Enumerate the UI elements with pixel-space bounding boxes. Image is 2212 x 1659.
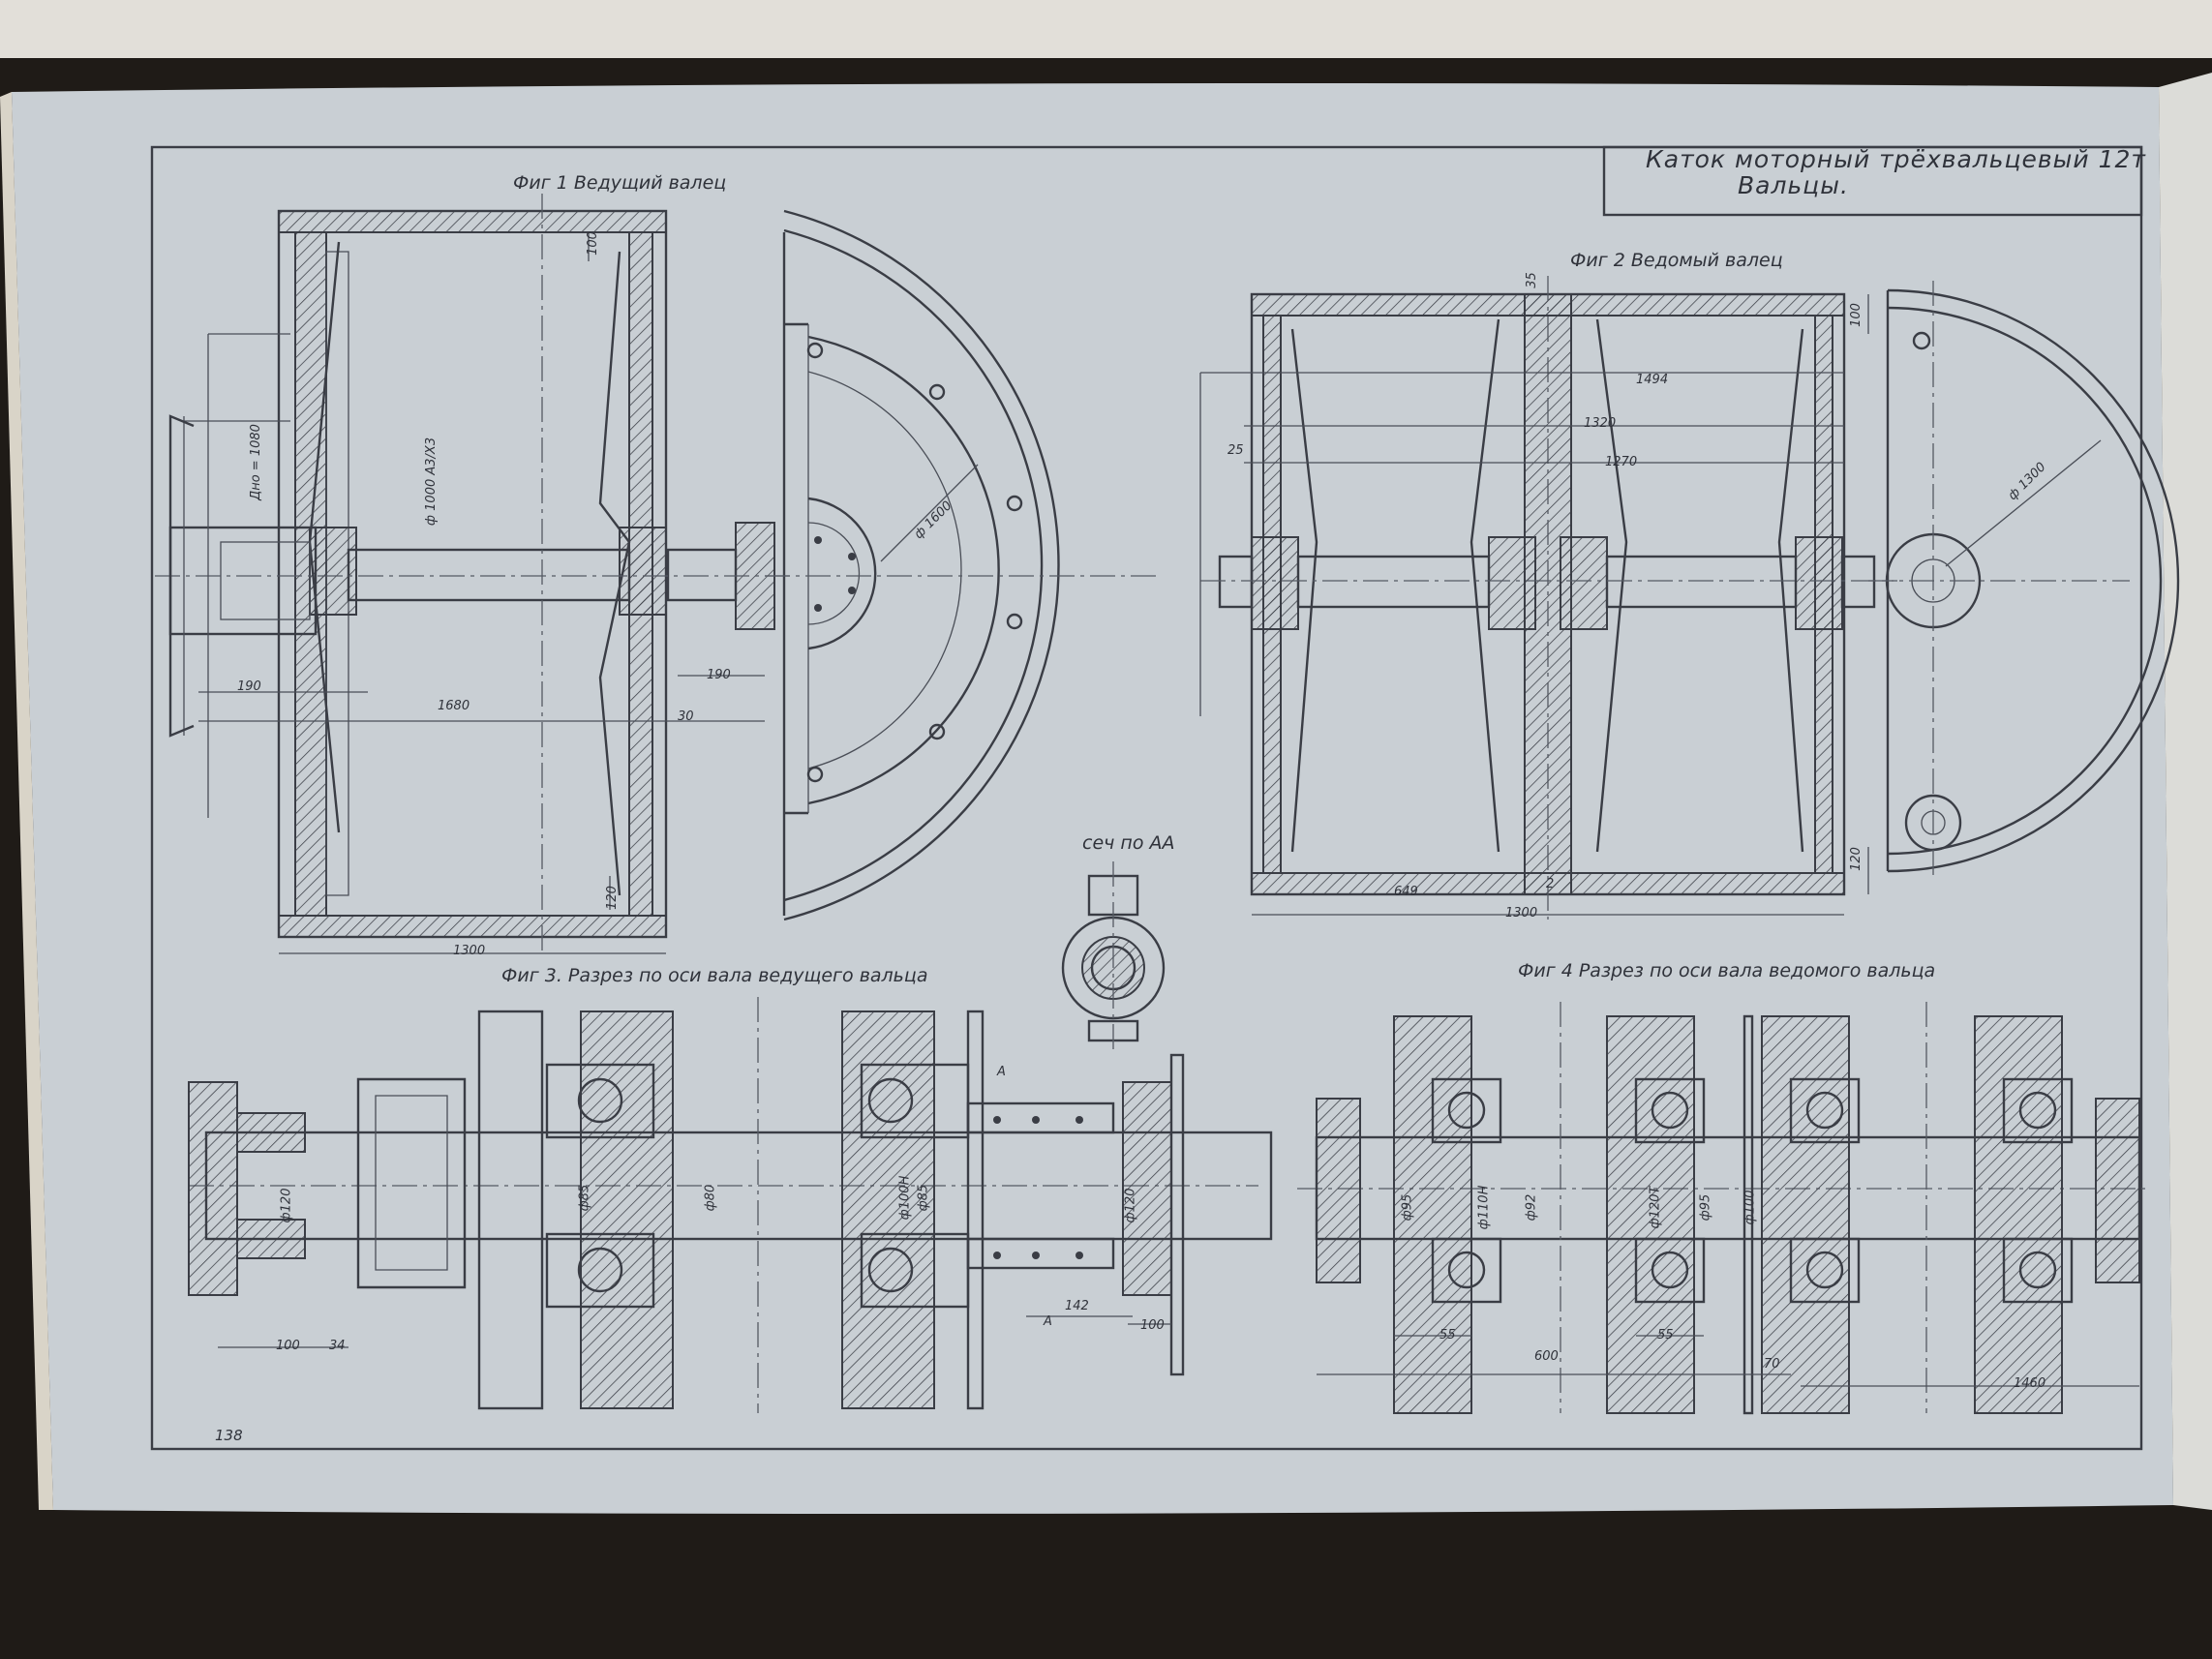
book-left-edge <box>0 92 53 1510</box>
fig2-dim-1320: 1320 <box>1584 416 1617 431</box>
fig4-dim-70: 70 <box>1764 1357 1780 1372</box>
title-line2: Вальцы. <box>1738 171 1849 199</box>
fig1-dim-1300: 1300 <box>453 944 486 958</box>
fig1-roller-section <box>155 194 794 954</box>
fig1-dim-190b: 190 <box>707 668 731 682</box>
next-page-edge <box>2159 73 2212 1510</box>
fig4-dim-d95b: ф95 <box>1698 1193 1713 1222</box>
fig1-dim-1680: 1680 <box>438 699 470 713</box>
fig1-dim-120: 120 <box>604 886 620 910</box>
fig3-mark-a2: А <box>1044 1314 1052 1329</box>
fig2-dim-2: 2 <box>1546 877 1555 891</box>
fig3-caption: Фиг 3. Разрез по оси вала ведущего вальц… <box>501 965 928 986</box>
title-block <box>1602 145 2143 217</box>
fig2-dim-35: 35 <box>1524 272 1539 288</box>
fig1-caption: Фиг 1 Ведущий валец <box>513 172 727 194</box>
section-aa <box>1061 861 1166 1050</box>
fig2-dim-h100: 100 <box>1848 303 1864 327</box>
fig4-dim-600: 600 <box>1534 1349 1559 1364</box>
fig1-dim-190a: 190 <box>237 679 261 694</box>
fig3-dim-d85a: ф85 <box>577 1184 592 1212</box>
fig2-dim-25: 25 <box>1227 443 1244 458</box>
fig2-roller-section <box>1199 276 1897 920</box>
fig3-dim-100a: 100 <box>276 1339 300 1353</box>
fig4-dim-55a: 55 <box>1439 1328 1456 1342</box>
fig4-dim-d100: ф100 <box>1742 1190 1758 1225</box>
title-line1: Каток моторный трёхвальцевый 12т <box>1646 145 2146 173</box>
fig2-end-view <box>1868 281 2180 881</box>
fig4-dim-1460: 1460 <box>2014 1376 2046 1391</box>
fig4-dim-d120: ф120Т <box>1648 1186 1663 1229</box>
fig1-dim-1080: Дно = 1080 <box>248 424 263 500</box>
fig3-dim-d120b: ф120 <box>1123 1188 1138 1223</box>
fig1-dim-30: 30 <box>678 709 694 724</box>
fig1-dim-1000: ф 1000 А3/Х3 <box>424 437 439 527</box>
fig1-dim-100: 100 <box>585 231 600 256</box>
fig3-dim-d80: ф80 <box>703 1184 718 1212</box>
fig4-dim-d95a: ф95 <box>1400 1193 1415 1222</box>
fig2-dim-649: 649 <box>1394 885 1418 899</box>
fig1-end-view <box>765 209 1162 921</box>
fig3-dim-d120: ф120 <box>279 1188 294 1223</box>
fig3-dim-142: 142 <box>1065 1299 1089 1313</box>
section-aa-caption: сеч по АА <box>1082 832 1175 854</box>
drawing-border <box>150 145 2143 1451</box>
fig3-dim-34: 34 <box>329 1339 346 1353</box>
fig2-dim-1270: 1270 <box>1605 455 1638 469</box>
fig3-dim-d100: ф100Н <box>897 1175 913 1221</box>
fig3-shaft-section <box>188 997 1273 1413</box>
fig2-dim-h120: 120 <box>1848 847 1864 871</box>
fig2-dim-1300: 1300 <box>1505 906 1538 920</box>
fig4-caption: Фиг 4 Разрез по оси вала ведомого вальца <box>1518 960 1936 981</box>
fig3-dim-d85b: ф85 <box>916 1184 931 1212</box>
fig4-dim-55b: 55 <box>1657 1328 1674 1342</box>
page-top-edge <box>0 0 2212 58</box>
fig2-dim-1494: 1494 <box>1636 373 1669 387</box>
fig4-shaft-section <box>1297 1002 2149 1415</box>
page-number: 138 <box>215 1427 243 1444</box>
fig2-caption: Фиг 2 Ведомый валец <box>1570 250 1783 271</box>
fig4-dim-d92: ф92 <box>1524 1193 1539 1222</box>
fig3-dim-100b: 100 <box>1140 1318 1165 1333</box>
fig4-dim-d110: ф110Н <box>1476 1185 1492 1230</box>
fig3-mark-a1: А <box>997 1065 1006 1079</box>
